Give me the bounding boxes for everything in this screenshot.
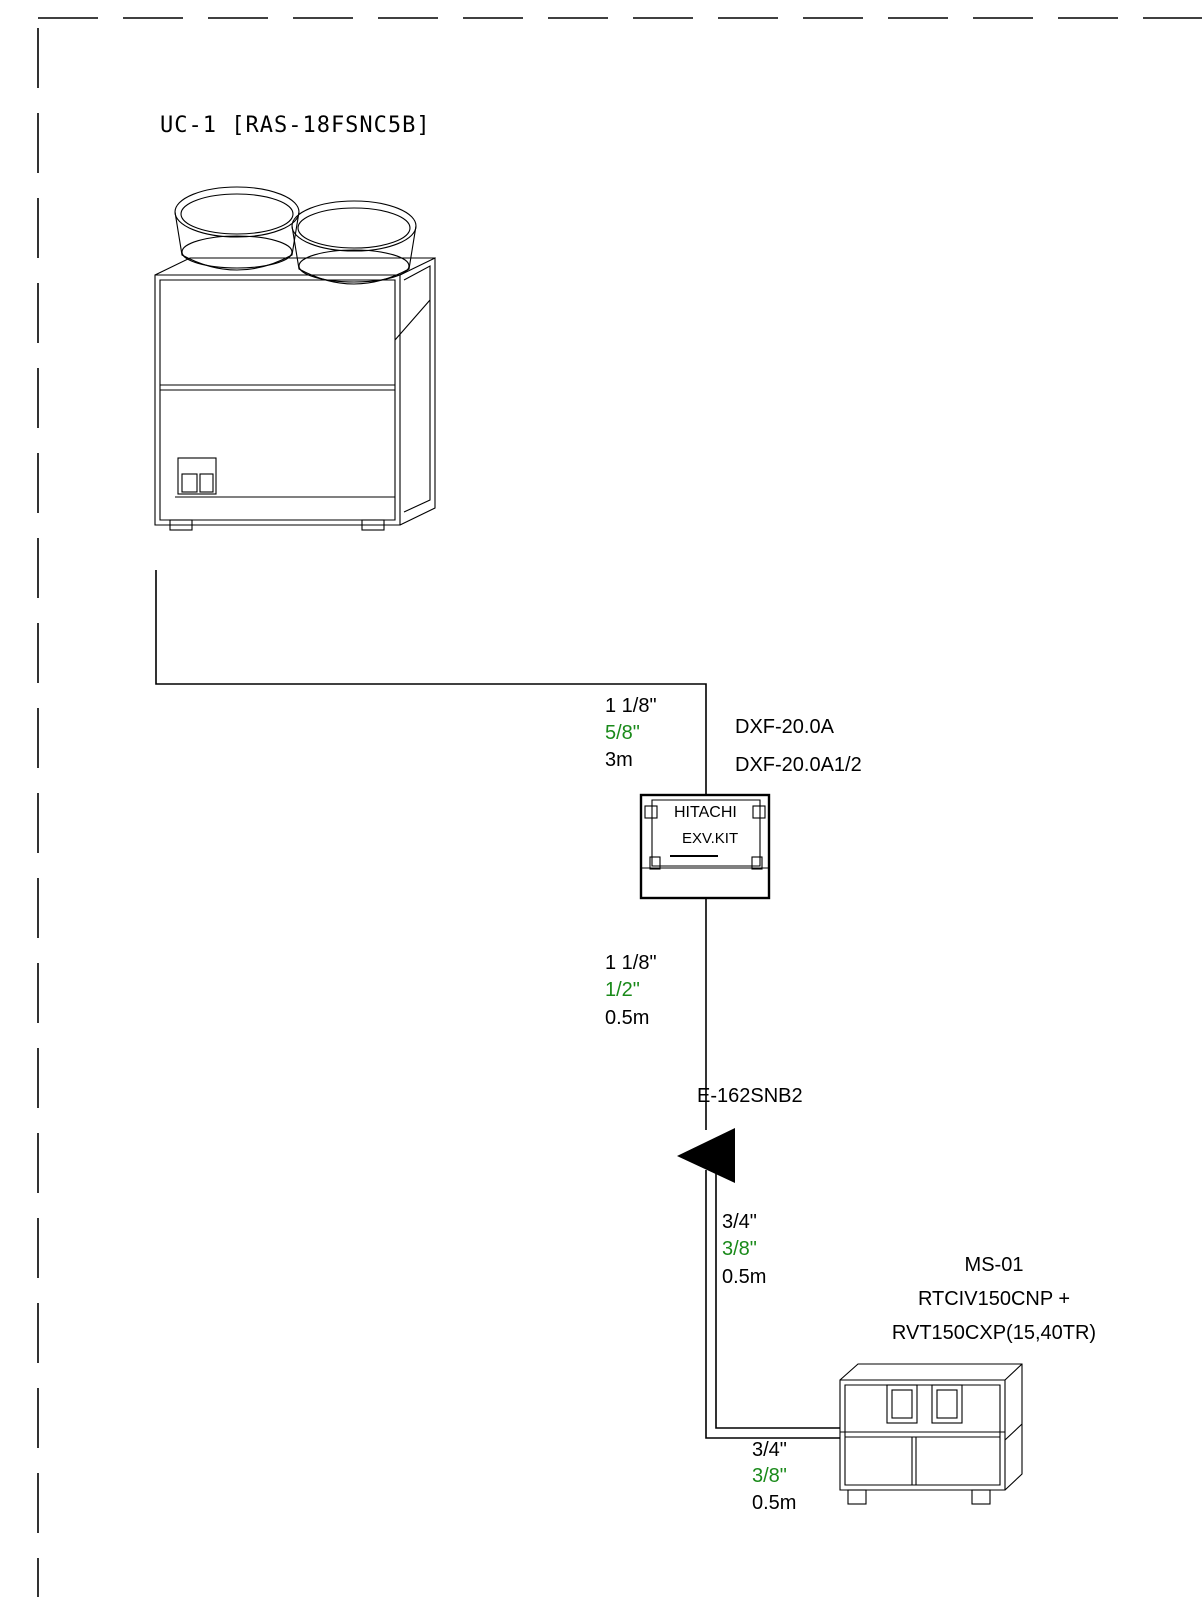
seg3-length: 0.5m (722, 1266, 766, 1288)
exv-kit-brand: HITACHI (674, 804, 737, 821)
seg4-gas-size: 3/4" (752, 1439, 787, 1461)
branch-joint-icon (677, 1128, 735, 1183)
seg1-length: 3m (605, 749, 633, 771)
seg1-gas-size: 1 1/8" (605, 695, 657, 717)
seg3-liquid-size: 3/8" (722, 1238, 757, 1260)
indoor-unit-model-1: RTCIV150CNP + (918, 1288, 1070, 1310)
seg3-gas-size: 3/4" (722, 1211, 757, 1233)
seg1-liquid-size: 5/8" (605, 722, 640, 744)
main-pipe (155, 570, 707, 795)
exv-kit-model-2: DXF-20.0A1/2 (735, 754, 862, 776)
seg4-liquid-size: 3/8" (752, 1465, 787, 1487)
exv-kit-name: EXV.KIT (682, 830, 738, 847)
outdoor-unit-label: UC-1 [RAS-18FSNC5B] (160, 113, 431, 138)
outdoor-unit-icon (154, 186, 436, 531)
seg2-liquid-size: 1/2" (605, 979, 640, 1001)
seg2-gas-size: 1 1/8" (605, 952, 657, 974)
exv-kit-icon: HITACHI EXV.KIT (639, 793, 771, 900)
indoor-unit-model-2: RVT150CXP(15,40TR) (892, 1322, 1096, 1344)
dashed-border (37, 17, 1202, 1597)
seg4-length: 0.5m (752, 1492, 796, 1514)
indoor-unit-icon (839, 1363, 1023, 1505)
indoor-unit-name: MS-01 (965, 1254, 1024, 1276)
branch-label: E-162SNB2 (697, 1085, 803, 1107)
pipe-branch-to-indoor (705, 1170, 840, 1439)
exv-kit-model-1: DXF-20.0A (735, 716, 835, 738)
seg2-length: 0.5m (605, 1007, 649, 1029)
